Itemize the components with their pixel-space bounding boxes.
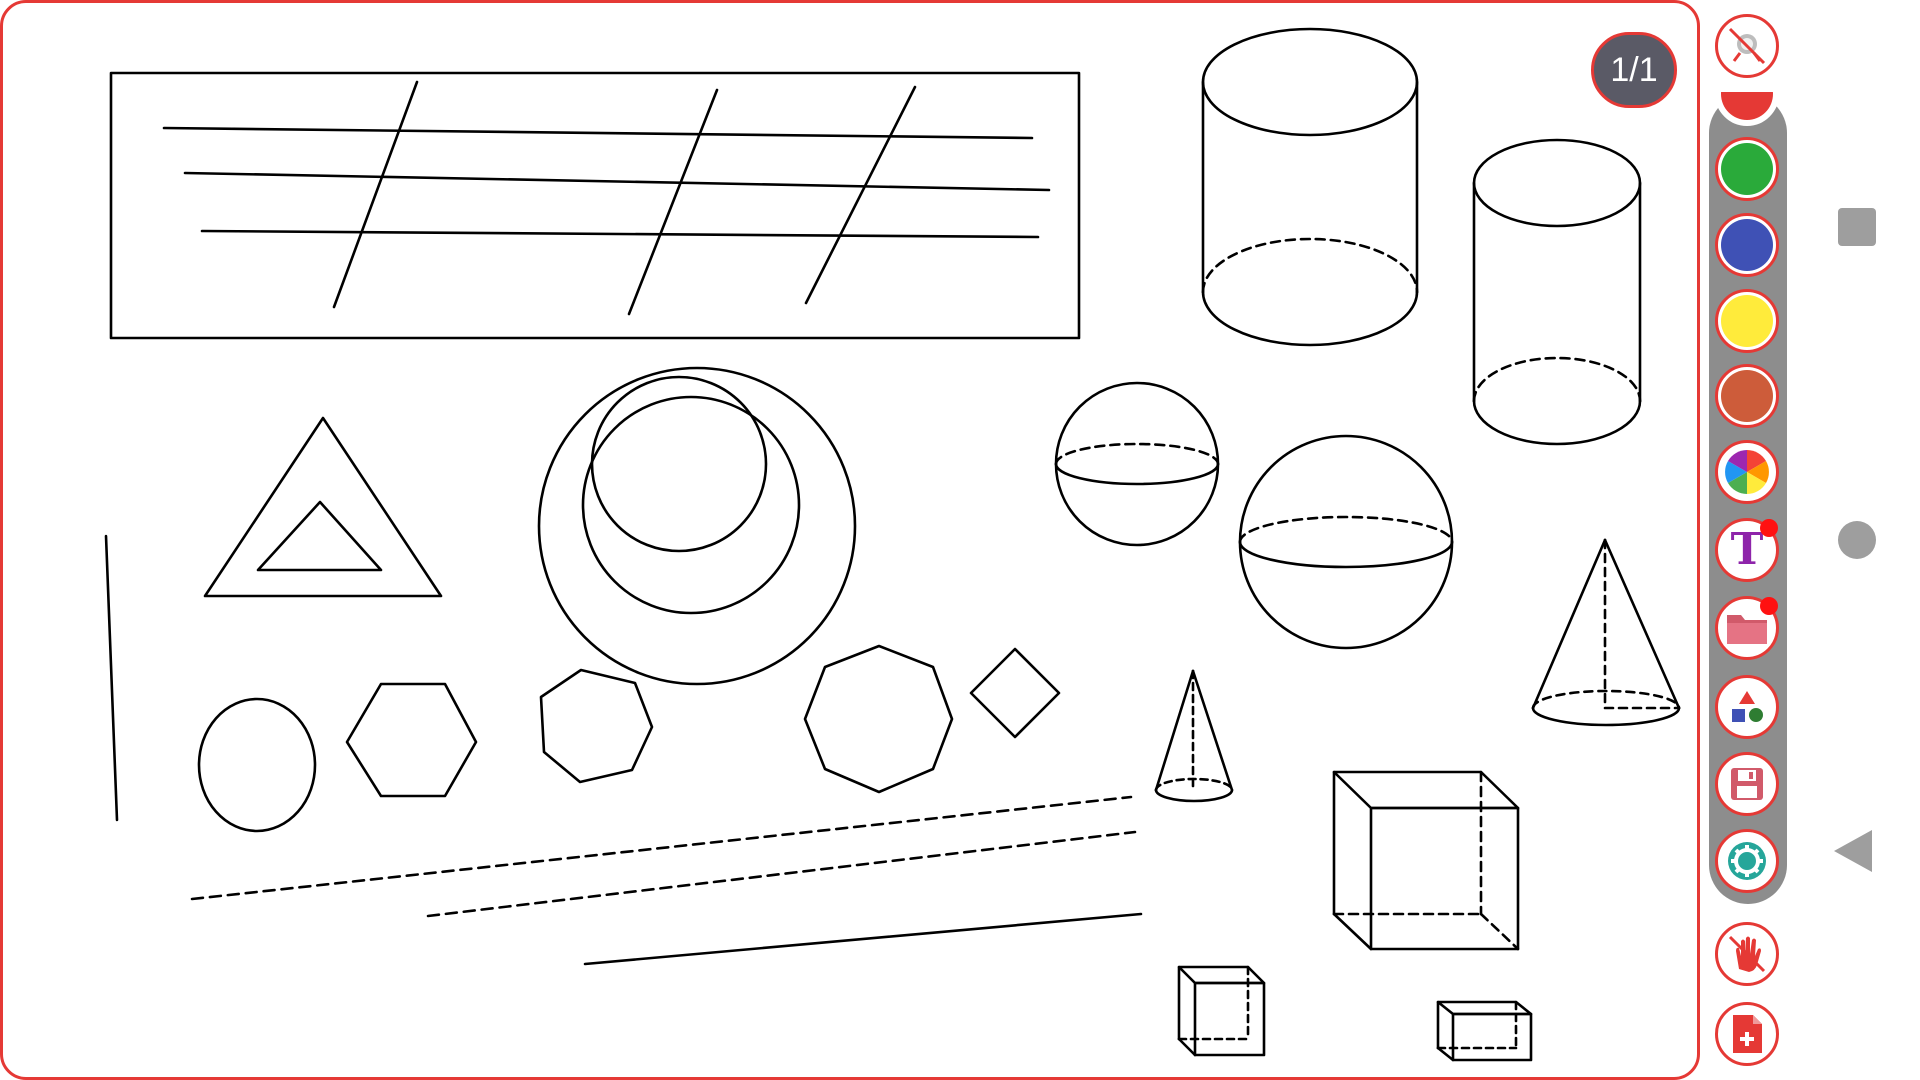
back-triangle-icon[interactable] (1834, 830, 1872, 872)
drawing-canvas[interactable]: 1/1 (0, 0, 1700, 1080)
text-icon: T (1730, 524, 1764, 575)
drawing-surface[interactable] (3, 3, 1700, 1080)
color-green-swatch (1721, 143, 1773, 195)
diamond-shape (969, 647, 1061, 739)
octagon-shape (803, 644, 954, 794)
cylinder-large (1201, 27, 1419, 347)
sphere-small (1054, 381, 1220, 547)
page-indicator[interactable]: 1/1 (1591, 32, 1677, 108)
color-green-button[interactable] (1715, 137, 1779, 201)
solid-line (583, 912, 1143, 966)
hand-off-button[interactable] (1715, 922, 1779, 986)
home-circle-icon[interactable] (1838, 521, 1876, 559)
recents-square-icon[interactable] (1838, 208, 1876, 246)
cone-small (1154, 669, 1234, 803)
hexagon-shape (345, 682, 478, 798)
color-brown-swatch (1721, 370, 1773, 422)
color-wheel-button[interactable] (1715, 440, 1779, 504)
folder-icon (1727, 615, 1767, 644)
overlapping-circles (537, 366, 857, 686)
color-wheel-icon (1725, 450, 1769, 494)
vertical-line (104, 534, 119, 822)
heptagon-shape (539, 668, 654, 784)
notification-dot (1760, 597, 1778, 615)
magnifier-off-button[interactable] (1715, 14, 1779, 78)
nested-triangles (203, 416, 443, 598)
color-yellow-button[interactable] (1715, 289, 1779, 353)
shapes-tool-button[interactable] (1715, 675, 1779, 739)
cube-large (1332, 770, 1520, 951)
save-button[interactable] (1715, 752, 1779, 816)
save-icon (1731, 768, 1763, 800)
shapes-icon (1732, 691, 1763, 722)
magnifier-off-icon (1728, 27, 1766, 65)
settings-button[interactable] (1715, 829, 1779, 893)
cube-small (1177, 965, 1266, 1057)
color-blue-button[interactable] (1715, 213, 1779, 277)
add-page-icon (1733, 1015, 1762, 1053)
gear-icon (1728, 842, 1766, 880)
notification-dot (1760, 519, 1778, 537)
hand-off-icon (1728, 935, 1766, 973)
box-small (1436, 1000, 1533, 1062)
color-blue-swatch (1721, 219, 1773, 271)
cone-large (1531, 538, 1681, 727)
color-yellow-swatch (1721, 295, 1773, 347)
open-folder-button[interactable] (1715, 596, 1779, 660)
dashed-line-1 (190, 795, 1133, 901)
text-tool-button[interactable]: T (1715, 518, 1779, 582)
oval-shape (197, 697, 317, 833)
dashed-line-2 (426, 830, 1137, 918)
line-grid-rectangle (109, 71, 1081, 340)
new-page-button[interactable] (1715, 1002, 1779, 1066)
sphere-large (1238, 434, 1454, 650)
color-brown-button[interactable] (1715, 364, 1779, 428)
cylinder-small (1472, 138, 1642, 446)
